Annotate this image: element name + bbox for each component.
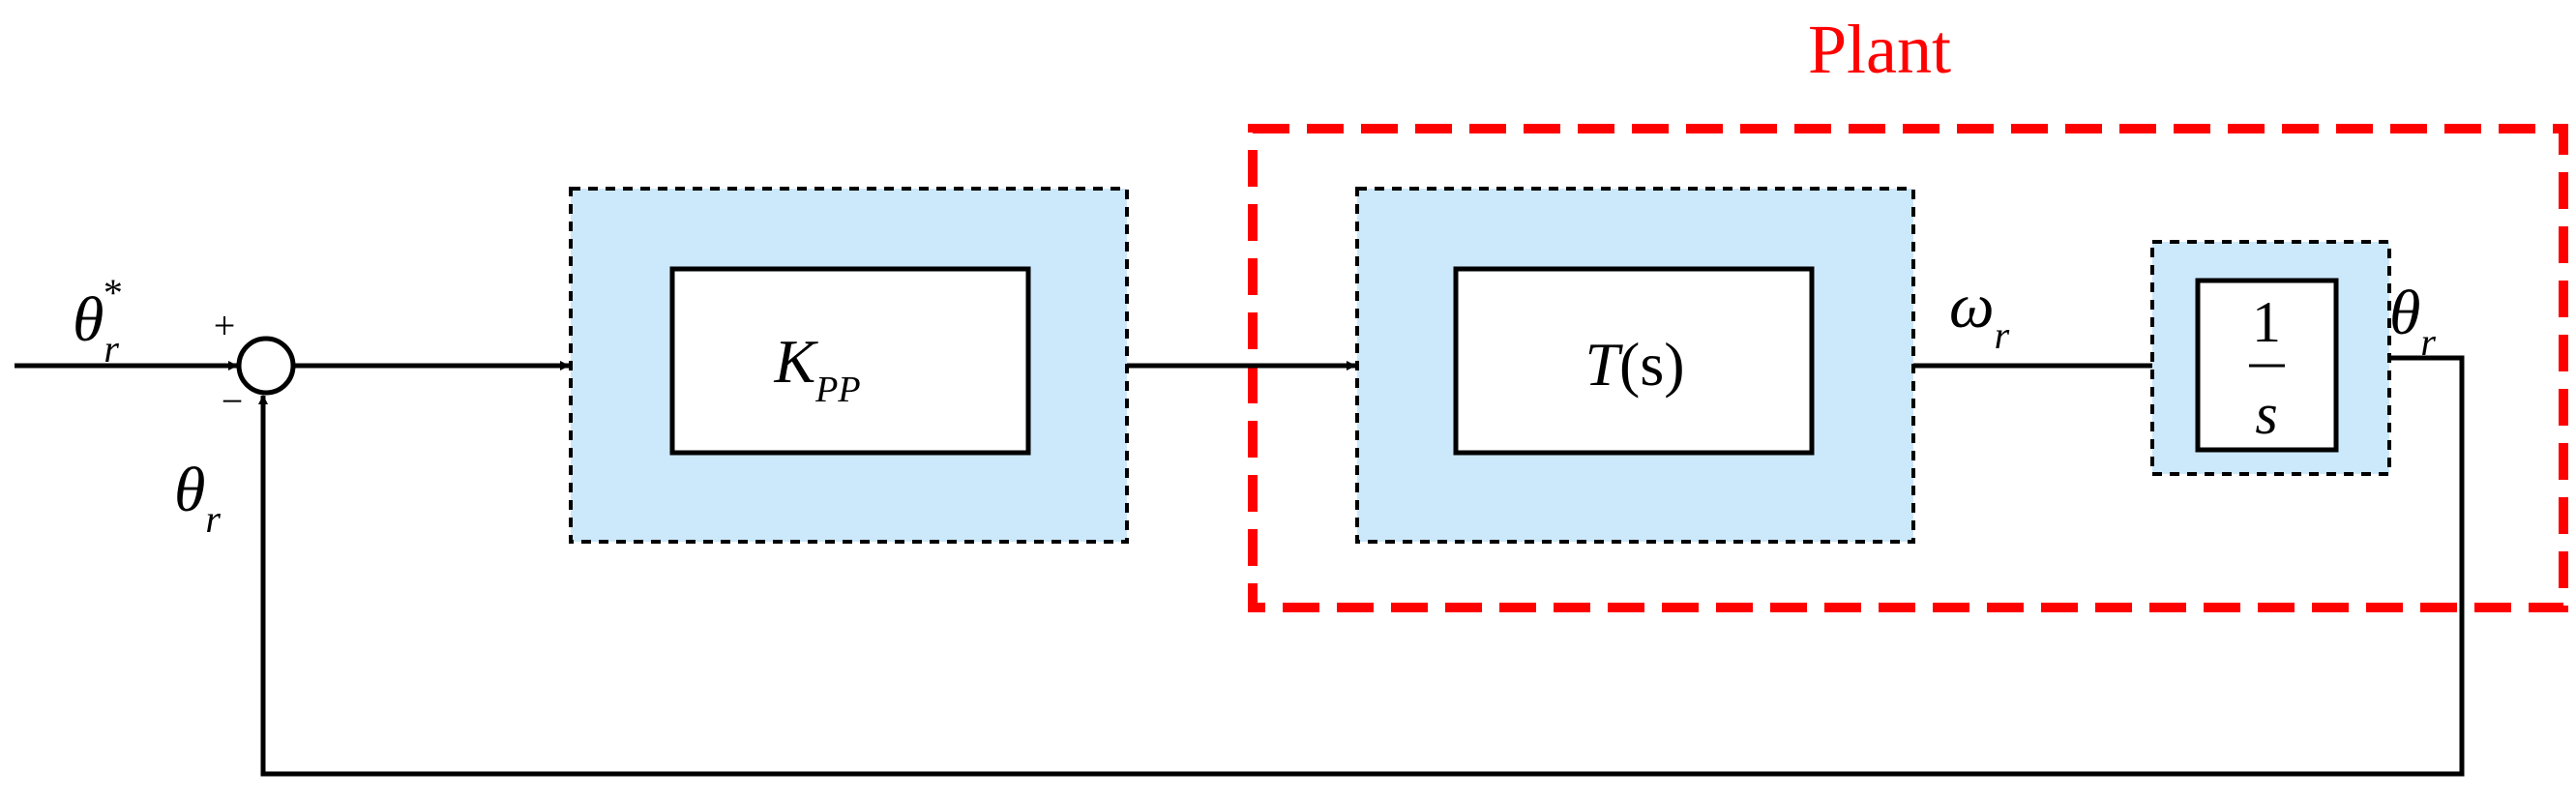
transfer-inner <box>1453 266 1815 456</box>
controller-inner <box>669 266 1031 456</box>
feedback-subscript: r <box>205 497 221 541</box>
summing-junction <box>236 336 296 396</box>
input-superscript: * <box>102 271 121 314</box>
transfer-label: T(s) <box>1584 330 1684 399</box>
controller-label: KPP <box>773 327 860 410</box>
plant-label: Plant <box>1808 11 1951 88</box>
controller-outer <box>569 187 1129 544</box>
controller-subscript: PP <box>814 370 860 410</box>
minus-sign: − <box>222 379 244 423</box>
input-subscript: r <box>104 327 119 370</box>
omega-label: ωr <box>1949 271 2010 357</box>
output-subscript: r <box>2420 320 2436 364</box>
plus-sign: + <box>214 304 236 347</box>
integrator-numerator: 1 <box>2252 290 2281 354</box>
input-label: θr* <box>73 271 121 370</box>
omega-subscript: r <box>1995 313 2010 357</box>
feedback-path <box>258 355 2465 777</box>
integrator-denominator: s <box>2255 382 2277 446</box>
output-label: θr <box>2389 278 2436 364</box>
feedback-label: θr <box>174 455 221 541</box>
